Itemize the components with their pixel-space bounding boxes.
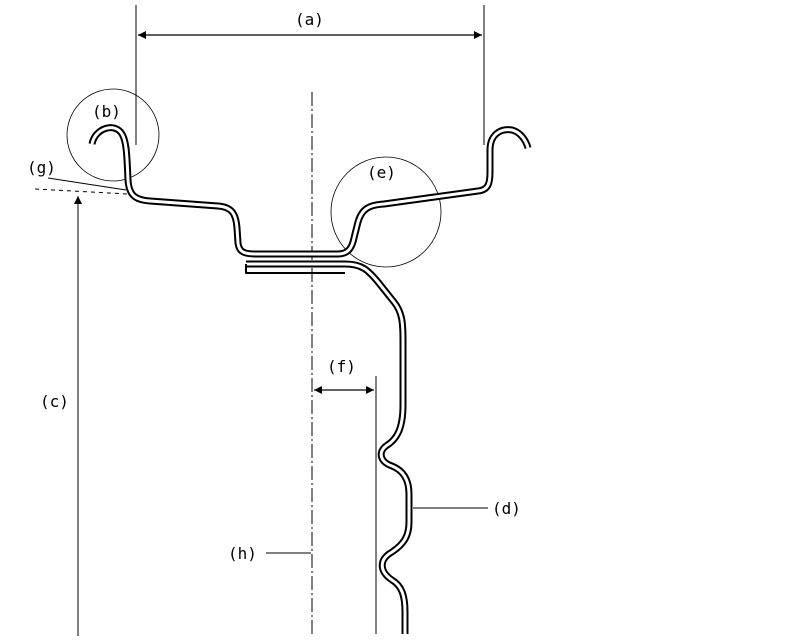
label-c: (c) (40, 392, 69, 411)
detail-circle-b (66, 88, 160, 182)
label-b: (b) (92, 102, 121, 121)
bead-seat-angle-line (47, 177, 127, 191)
label-h: (h) (228, 544, 257, 563)
label-f: (f) (327, 357, 356, 376)
rim-profile (88, 124, 532, 258)
label-a: (a) (295, 10, 324, 29)
detail-circle-e (330, 156, 442, 268)
label-g: (g) (27, 158, 56, 177)
label-e: (e) (367, 163, 396, 182)
label-d: (d) (492, 499, 521, 518)
bead-seat-dashed-line (34, 188, 129, 195)
disc-profile (245, 260, 413, 634)
